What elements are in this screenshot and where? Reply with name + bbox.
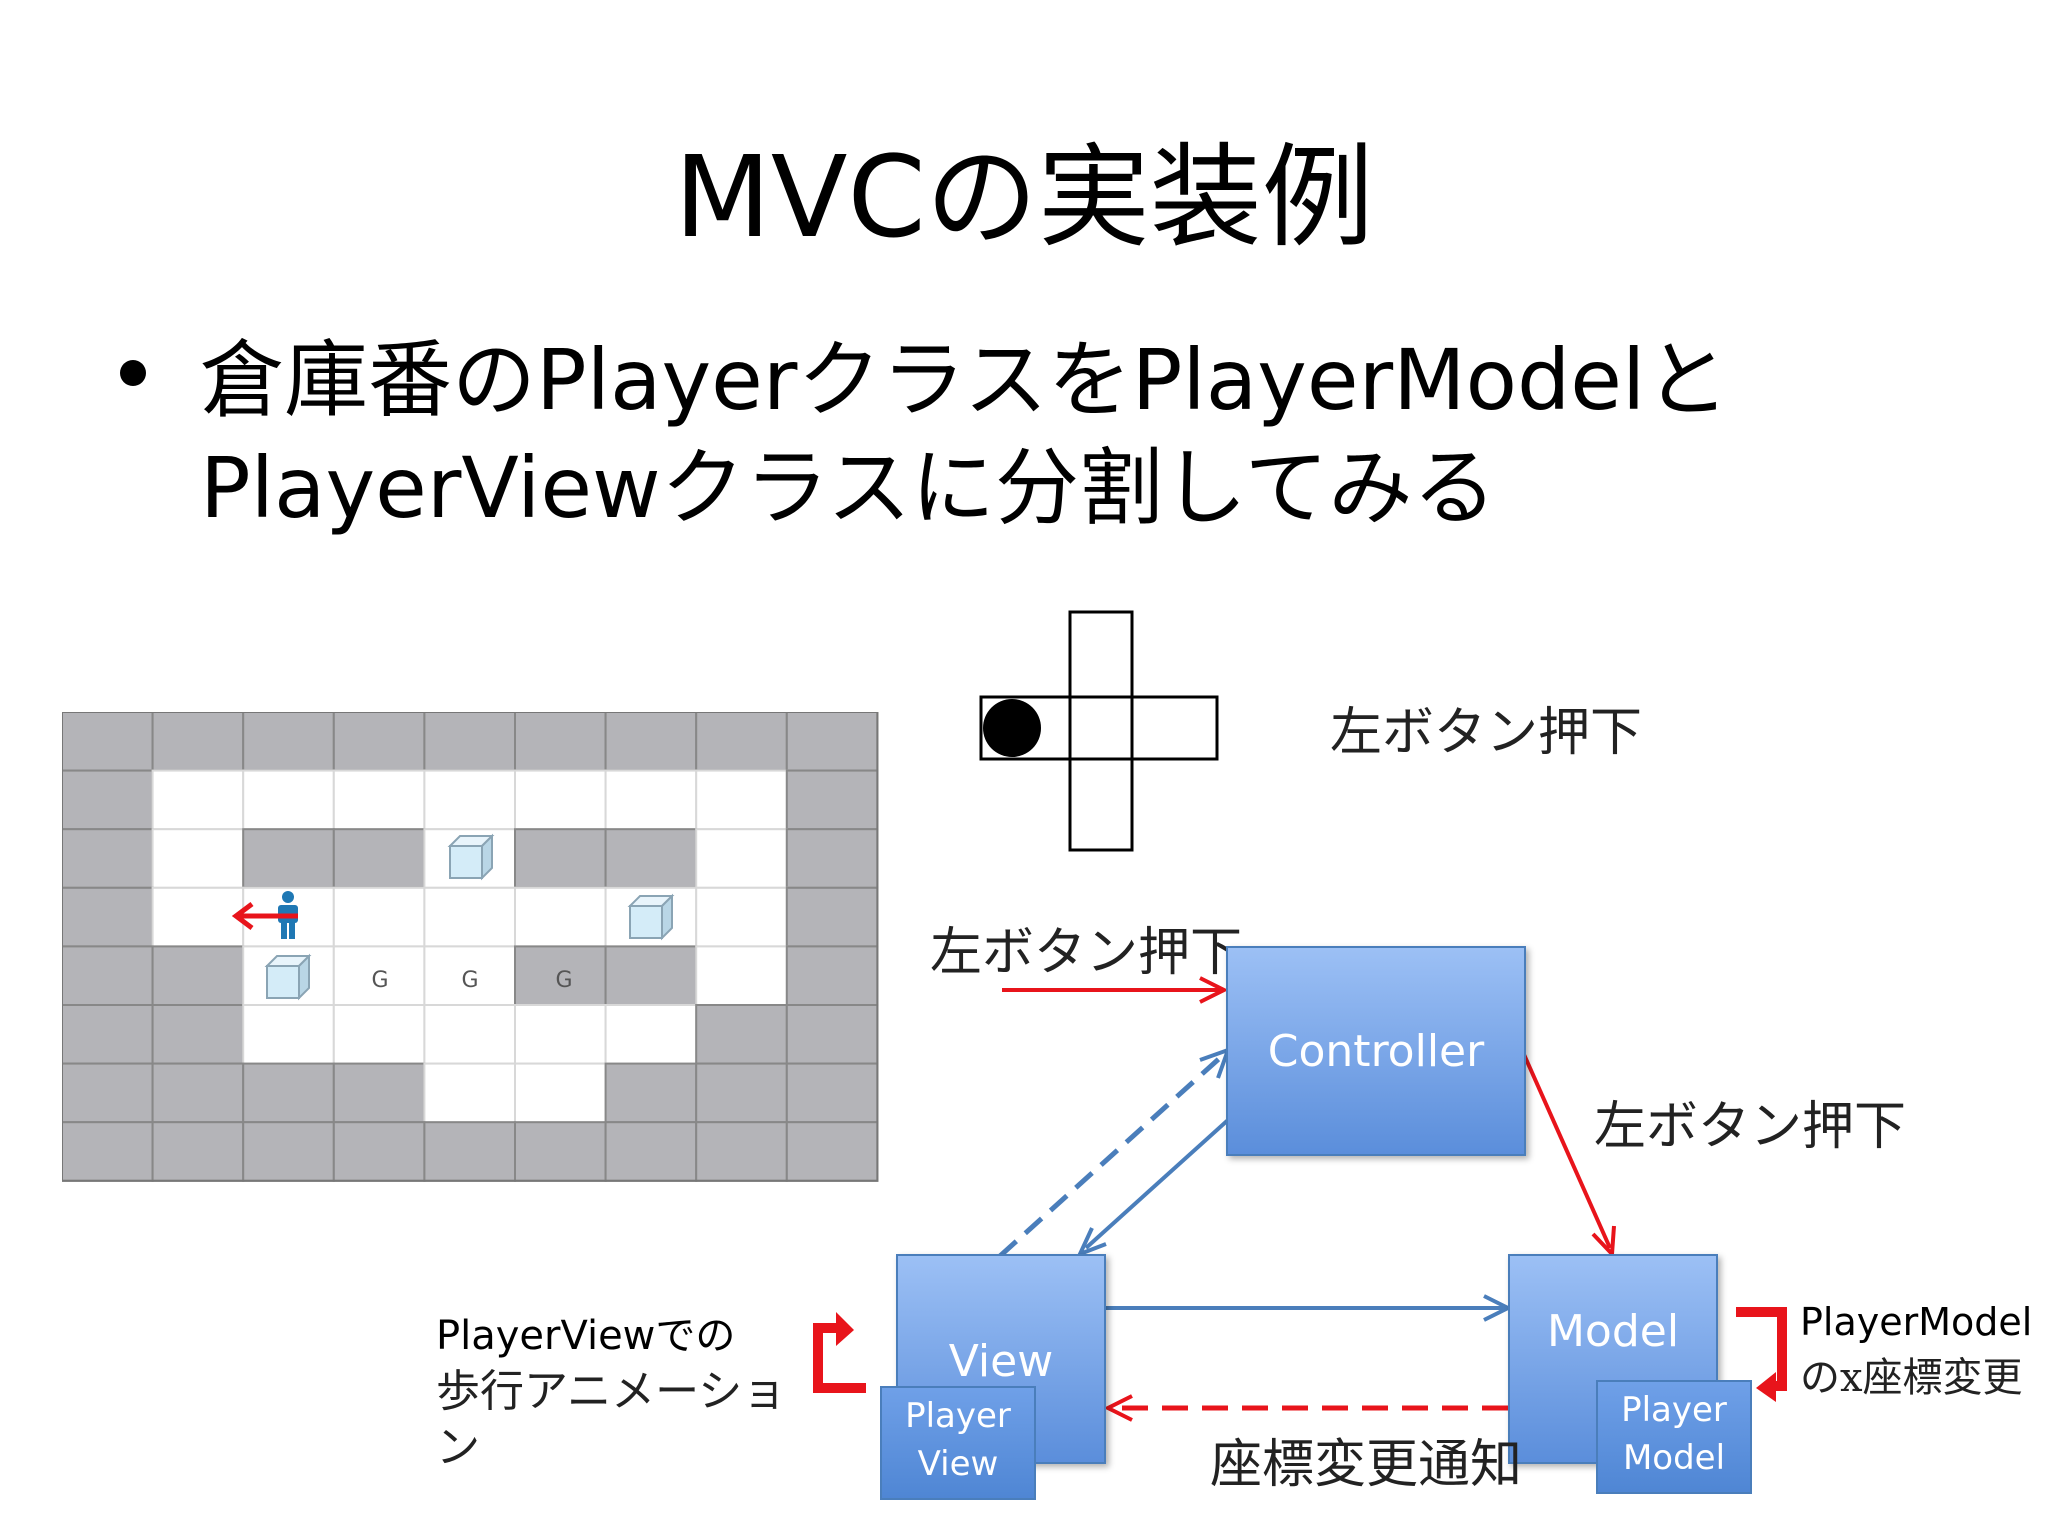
- wall-cell: [62, 769, 154, 831]
- goal-label-2: G: [461, 968, 478, 993]
- grid-border: [62, 712, 879, 1182]
- floor-cell: [151, 828, 245, 889]
- wall-cell: [604, 1121, 698, 1182]
- floor-cell: [695, 945, 788, 1006]
- view-label: View: [948, 1336, 1054, 1387]
- floor-cell: [604, 1004, 698, 1065]
- notify-label: 座標変更通知: [1210, 1435, 1523, 1495]
- goal-label-3: G: [555, 968, 572, 993]
- floor-cell: [332, 945, 426, 1006]
- input-label: 左ボタン押下: [930, 923, 1243, 983]
- goal-label-1: G: [371, 968, 388, 993]
- floor-cell: [332, 1004, 426, 1065]
- model-self-loop-icon: [1736, 1307, 1787, 1402]
- bullet-line-1: 倉庫番のPlayerクラスをPlayerModelと: [200, 331, 1730, 429]
- wall-cell: [604, 1062, 698, 1124]
- wall-cell: [604, 712, 698, 772]
- wall-cell: [604, 828, 698, 889]
- view-note: PlayerViewでの 歩行アニメーショ ン: [436, 1308, 786, 1476]
- wall-cell: [242, 1121, 335, 1182]
- floor-cell: [695, 828, 788, 889]
- model-to-view-notify-arrow: [1103, 1394, 1508, 1422]
- wall-cell: [151, 1062, 245, 1124]
- wall-cell: [695, 1062, 788, 1124]
- wall-cell: [62, 1062, 154, 1124]
- input-arrow: [1002, 976, 1229, 1004]
- wall-cell: [785, 945, 879, 1006]
- player-model-line2: Model: [1622, 1438, 1726, 1478]
- floor-cell: [151, 769, 245, 831]
- view-note-line3: ン: [436, 1422, 480, 1473]
- floor-cell: [332, 769, 426, 831]
- wall-cell: [332, 1121, 426, 1182]
- player-view-line1: Player: [905, 1396, 1011, 1436]
- wall-cell: [62, 886, 154, 948]
- move-left-arrow-icon: [231, 902, 298, 930]
- model-note-line2: のx座標変更: [1800, 1355, 2023, 1401]
- bullet-dot: [120, 360, 146, 386]
- dpad-label: 左ボタン押下: [1330, 703, 1643, 763]
- player-view-line2: View: [917, 1444, 999, 1484]
- wall-cell: [785, 712, 879, 772]
- wall-cell: [785, 769, 879, 831]
- bullet-line-2: PlayerViewクラスに分割してみる: [200, 439, 1497, 537]
- wall-cell: [151, 945, 245, 1006]
- model-note-line1: PlayerModel: [1800, 1300, 2033, 1344]
- view-self-loop-icon: [813, 1312, 866, 1393]
- wall-cell: [332, 712, 426, 772]
- controller-to-model-label: 左ボタン押下: [1594, 1097, 1907, 1157]
- view-note-line2: 歩行アニメーショ: [436, 1366, 787, 1417]
- wall-cell: [604, 945, 698, 1006]
- crate-icon-1: [447, 833, 495, 881]
- crate-icon-3: [264, 953, 312, 1001]
- wall-cell: [332, 1062, 426, 1124]
- sokoban-grid: G G G: [62, 712, 879, 1182]
- wall-cell: [62, 1121, 154, 1182]
- wall-cell: [695, 712, 788, 772]
- controller-label: Controller: [1267, 1026, 1485, 1077]
- controller-box: Controller: [1226, 946, 1526, 1156]
- wall-cell: [785, 1062, 879, 1124]
- wall-cell: [242, 1062, 335, 1124]
- crate-icon-2: [627, 893, 675, 941]
- player-view-box: Player View: [880, 1386, 1036, 1500]
- wall-cell: [785, 828, 879, 889]
- wall-cell: [151, 712, 245, 772]
- dpad-icon: [979, 610, 1219, 852]
- wall-cell: [785, 886, 879, 948]
- player-model-line1: Player: [1621, 1390, 1727, 1430]
- player-model-box: Player Model: [1596, 1380, 1752, 1494]
- wall-cell: [62, 712, 154, 772]
- floor-cell: [423, 1062, 516, 1124]
- model-label: Model: [1546, 1306, 1680, 1357]
- floor-cell: [514, 886, 607, 948]
- slide-title: MVCの実装例: [674, 133, 1374, 263]
- grid-cells: [62, 712, 879, 1182]
- wall-cell: [423, 712, 516, 772]
- view-note-line1: PlayerViewでの: [436, 1313, 736, 1359]
- view-to-model-arrow: [1106, 1294, 1513, 1322]
- wall-cell: [62, 828, 154, 889]
- controller-to-view-arrow: [1076, 1118, 1230, 1258]
- floor-cell: [695, 769, 788, 831]
- model-note: PlayerModel のx座標変更: [1800, 1294, 2032, 1406]
- wall-cell: [514, 945, 607, 1006]
- wall-cell: [423, 1121, 516, 1182]
- wall-cell: [514, 712, 607, 772]
- dpad-left-pressed-icon: [983, 699, 1041, 757]
- wall-cell: [151, 1004, 245, 1065]
